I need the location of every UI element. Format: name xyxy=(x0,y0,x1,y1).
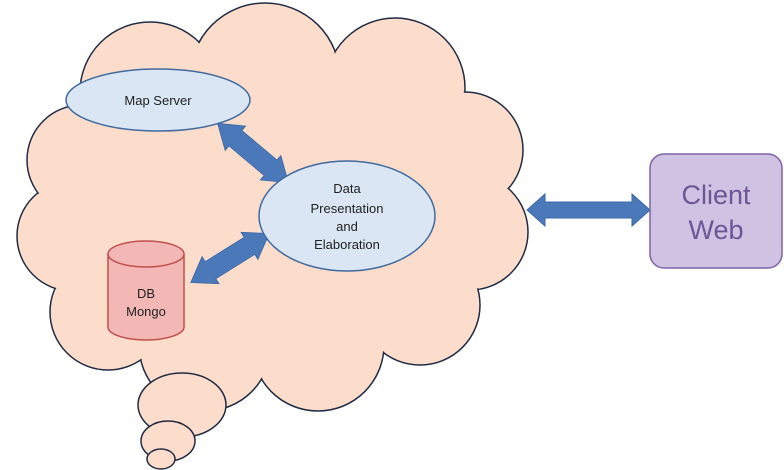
client-web-line-1: Client xyxy=(681,180,751,210)
arrow-data-to-db xyxy=(190,231,270,285)
data-presentation-line-3: and xyxy=(336,219,358,234)
map-server-label: Map Server xyxy=(124,93,192,108)
arrow-cloud-to-client-web xyxy=(526,192,651,228)
arrow-mapserver-to-data xyxy=(217,122,289,184)
data-presentation-line-2: Presentation xyxy=(311,201,384,216)
client-web-node: Client Web xyxy=(649,153,783,269)
cylinder-database-icon: DB Mongo xyxy=(107,240,185,341)
data-presentation-line-1: Data xyxy=(333,181,361,196)
cloud-shape xyxy=(16,2,529,412)
db-mongo-line-1: DB xyxy=(137,286,155,301)
client-web-line-2: Web xyxy=(688,215,743,245)
cloud-tail-bubbles xyxy=(137,372,227,470)
data-presentation-node: Data Presentation and Elaboration xyxy=(258,160,436,272)
map-server-node: Map Server xyxy=(65,68,251,132)
db-mongo-line-2: Mongo xyxy=(126,304,166,319)
data-presentation-line-4: Elaboration xyxy=(314,237,380,252)
tail-bubble-small xyxy=(146,448,176,470)
